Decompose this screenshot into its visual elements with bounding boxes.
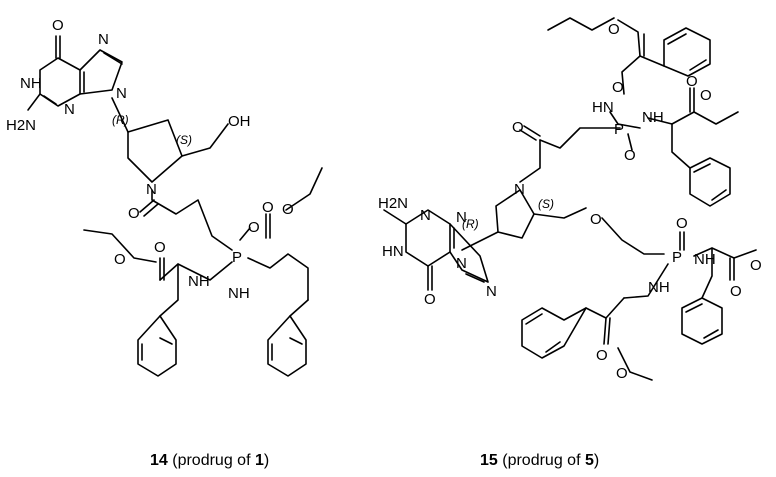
atom-nh-left: NH xyxy=(188,273,210,290)
atom-o-lower-right-ether: O xyxy=(750,257,762,274)
atom-nh-lower-right: NH xyxy=(694,251,716,268)
atom-o-guanine: O xyxy=(424,291,436,308)
atom-h2n: H2N xyxy=(378,195,408,212)
atom-o-top-ether: O xyxy=(608,21,620,38)
atom-o-right-ether: O xyxy=(282,201,294,218)
atom-oh: OH xyxy=(228,113,251,130)
atom-o-lower-right-carbonyl: O xyxy=(730,283,742,300)
atom-n9: N xyxy=(456,255,467,272)
atom-n-ring: N xyxy=(420,207,431,224)
atom-o-right-ether: O xyxy=(700,87,712,104)
stereo-label-s: (S) xyxy=(176,133,192,147)
atom-n-pyrrolidine: N xyxy=(514,181,525,198)
structure-15: O O HN P O NH O O O N H2N N N N N HN O O… xyxy=(378,17,762,382)
parent-compound-number: 5 xyxy=(584,452,594,469)
atom-o-right-carbonyl: O xyxy=(262,199,274,216)
atom-p-lower: P xyxy=(672,249,682,266)
compound-number: 15 xyxy=(480,452,498,469)
structure-14: O N N NH N H2N N OH O P O NH NH O O O O … xyxy=(6,17,323,377)
atom-h2n: H2N xyxy=(6,117,36,134)
caption-close: ) xyxy=(593,452,600,469)
atom-n3: N xyxy=(64,101,75,118)
stereo-label-r: (R) xyxy=(112,113,129,127)
caption-text: (prodrug of xyxy=(167,452,255,469)
atom-o-top-carbonyl: O xyxy=(612,79,624,96)
atom-n7: N xyxy=(486,283,497,300)
atom-o-lower-left-ether: O xyxy=(616,365,628,382)
caption-close: ) xyxy=(263,452,270,469)
atom-nh-right: NH xyxy=(228,285,250,302)
atom-n7: N xyxy=(98,31,109,48)
atom-n9: N xyxy=(116,85,127,102)
atom-hn-top: HN xyxy=(592,99,614,116)
atom-o-phosphoryl: O xyxy=(248,219,260,236)
atom-o-ether: O xyxy=(590,211,602,228)
atom-o-left-carbonyl: O xyxy=(154,239,166,256)
atom-o-carbonyl: O xyxy=(52,17,64,34)
atom-p: P xyxy=(232,249,242,266)
caption-14: 14 (prodrug of 1) xyxy=(150,452,269,470)
atom-o-p-upper: O xyxy=(624,147,636,164)
atom-p-upper: P xyxy=(614,121,624,138)
atom-o-amide: O xyxy=(128,205,140,222)
caption-15: 15 (prodrug of 5) xyxy=(480,452,599,470)
stereo-label-r: (R) xyxy=(462,217,479,231)
parent-compound-number: 1 xyxy=(254,452,264,469)
atom-nh-lower-left: NH xyxy=(648,279,670,296)
atom-n-pyrrolidine: N xyxy=(146,181,157,198)
caption-text: (prodrug of xyxy=(497,452,585,469)
atom-o-amide: O xyxy=(512,119,524,136)
atom-o-p-lower: O xyxy=(676,215,688,232)
stereo-label-s: (S) xyxy=(538,197,554,211)
atom-o-right-carbonyl: O xyxy=(686,73,698,90)
atom-n1: NH xyxy=(20,75,42,92)
compound-number: 14 xyxy=(150,452,168,469)
atom-o-left-ether: O xyxy=(114,251,126,268)
atom-nh-upper: NH xyxy=(642,109,664,126)
atom-hn-guanine: HN xyxy=(382,243,404,260)
atom-o-lower-left-carbonyl: O xyxy=(596,347,608,364)
atom-n3: N xyxy=(456,209,467,226)
